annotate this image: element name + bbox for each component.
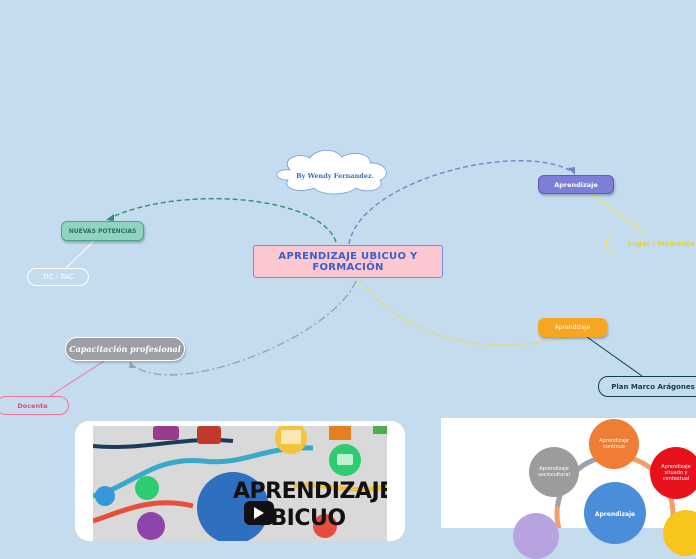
subtopic-plan-marco[interactable]: Plan Marco Arágones bbox=[598, 376, 696, 397]
link-aprendizaje-bottom bbox=[359, 280, 568, 346]
connector-lines bbox=[49, 149, 646, 397]
play-icon bbox=[254, 507, 264, 519]
link-aprendizaje-top bbox=[348, 160, 574, 245]
link-lugar bbox=[590, 193, 646, 234]
thumbnail-title-line1: APRENDIZAJE bbox=[233, 479, 387, 504]
link-tic bbox=[65, 240, 95, 269]
topic-aprendizaje-bottom[interactable]: Aprendizaje bbox=[538, 318, 607, 337]
video-card[interactable]: APRENDIZAJE UBICUO bbox=[75, 421, 405, 541]
subtopic-tic-tac[interactable]: TIC - TAC bbox=[27, 268, 89, 286]
circle-center: Aprendizaje bbox=[584, 482, 646, 544]
link-docente bbox=[49, 360, 105, 397]
subtopic-lugar-momento[interactable]: Lugar / Momento bbox=[606, 233, 696, 254]
arrow-nuevas bbox=[106, 214, 114, 221]
link-nuevas bbox=[109, 197, 337, 243]
circle-situado: Aprendizaje situado y contextual bbox=[650, 447, 696, 499]
diagram-image: Aprendizaje continuo Aprendizaje situado… bbox=[441, 418, 696, 559]
author-cloud-shape bbox=[276, 149, 387, 195]
circle-continuo: Aprendizaje continuo bbox=[589, 419, 639, 469]
central-topic[interactable]: APRENDIZAJE UBICUO Y FORMACIÓN bbox=[253, 245, 443, 278]
video-thumbnail[interactable]: APRENDIZAJE UBICUO bbox=[93, 426, 387, 541]
link-capacitacion bbox=[131, 280, 357, 376]
arrow-aprendizaje-top bbox=[568, 167, 575, 175]
arrow-capacitacion bbox=[129, 361, 136, 368]
link-plan bbox=[586, 336, 643, 377]
author-label: By Wendy Fernandez. bbox=[296, 172, 374, 180]
circle-sociocultural: Aprendizaje sociocultural bbox=[529, 447, 579, 497]
topic-nuevas-potencias[interactable]: NUEVAS POTENCIAS bbox=[61, 221, 144, 241]
circle-yellow bbox=[663, 510, 696, 556]
subtopic-docente[interactable]: Docente bbox=[0, 396, 69, 415]
play-button[interactable] bbox=[244, 501, 274, 525]
topic-aprendizaje-top[interactable]: Aprendizaje bbox=[538, 175, 614, 194]
topic-capacitacion[interactable]: Capacitación profesional bbox=[65, 337, 185, 361]
